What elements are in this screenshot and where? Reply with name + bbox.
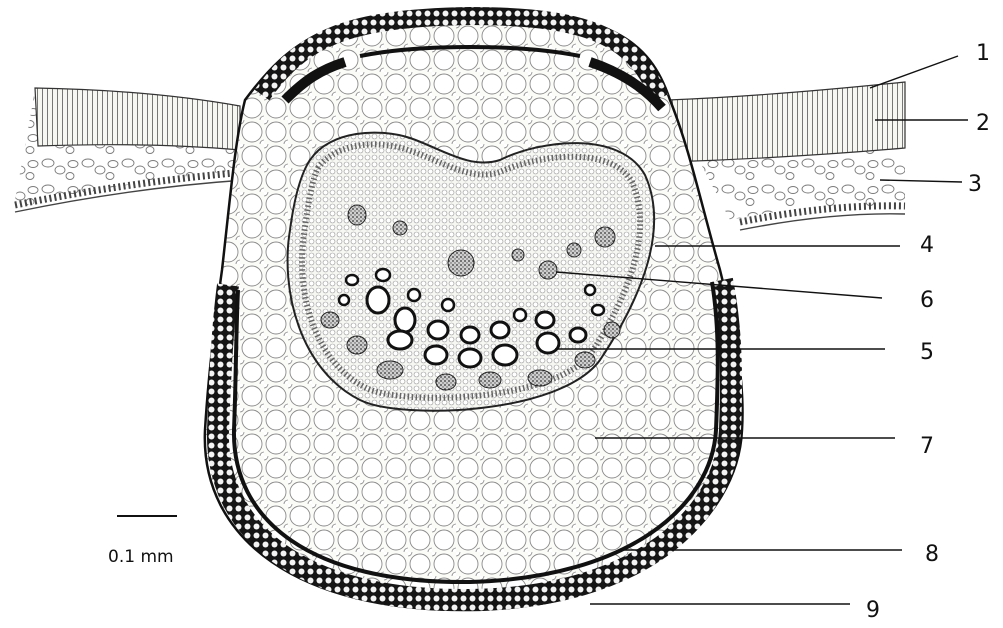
leader-1 [870,56,958,88]
label-3: 3 [968,172,982,197]
label-2: 2 [976,111,990,136]
label-6: 6 [920,288,934,313]
label-9: 9 [866,598,880,623]
label-1: 1 [976,41,990,66]
label-8: 8 [925,542,939,567]
left-lamina [15,88,245,212]
label-7: 7 [920,434,934,459]
label-4: 4 [920,233,934,258]
scale-bar-label: 0.1 mm [108,547,174,567]
label-5: 5 [920,340,934,365]
